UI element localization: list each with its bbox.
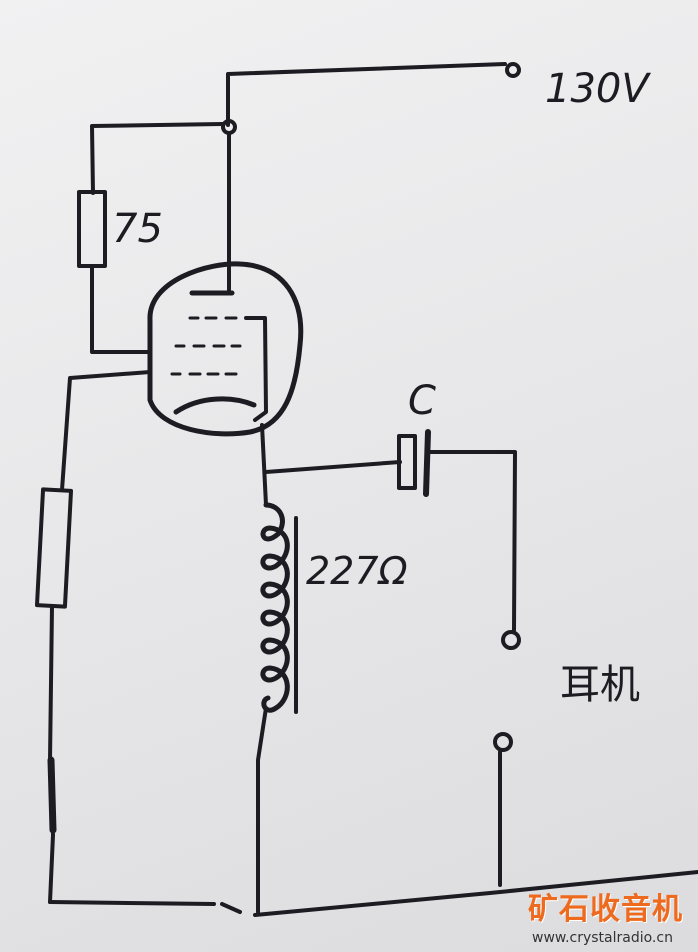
inductor-coil (260, 502, 290, 713)
resistor-value-label: 75 (112, 206, 163, 252)
vacuum-tube-envelope (147, 261, 304, 437)
earphone-terminal-top (501, 630, 521, 650)
earphone-terminal-bottom (493, 732, 513, 752)
supply-wire (226, 62, 507, 127)
tube-grids (170, 316, 242, 376)
capacitor-plate-right (423, 429, 431, 497)
coil-value-label: 227Ω (306, 549, 408, 593)
grid-resistor (34, 487, 74, 609)
capacitor-wire-left (264, 460, 402, 474)
watermark-logo-text: 矿石收音机 (528, 892, 683, 927)
screen-resistor-wire-top (90, 122, 224, 195)
tube-cathode (173, 396, 257, 415)
earphone-label: 耳机 (560, 662, 640, 708)
grid-wire-bottom (48, 604, 55, 904)
ground-wire-right (253, 870, 698, 917)
capacitor-label: C (408, 378, 436, 424)
cathode-wire (260, 423, 268, 507)
tube-internal-lead (244, 316, 268, 422)
grid-wire-top (60, 370, 152, 492)
supply-voltage-label: 130V (545, 66, 651, 112)
capacitor-wire-right (426, 450, 517, 632)
capacitor-plate-left (397, 434, 417, 490)
watermark-url: www.crystalradio.cn (532, 930, 673, 946)
supply-terminal (505, 62, 521, 78)
ground-wire-left (48, 900, 242, 914)
grid-wire-heavy-segment (47, 756, 57, 834)
screen-resistor (77, 190, 107, 268)
screen-resistor-wire-bottom (90, 264, 152, 354)
coil-wire-bottom (256, 706, 268, 914)
